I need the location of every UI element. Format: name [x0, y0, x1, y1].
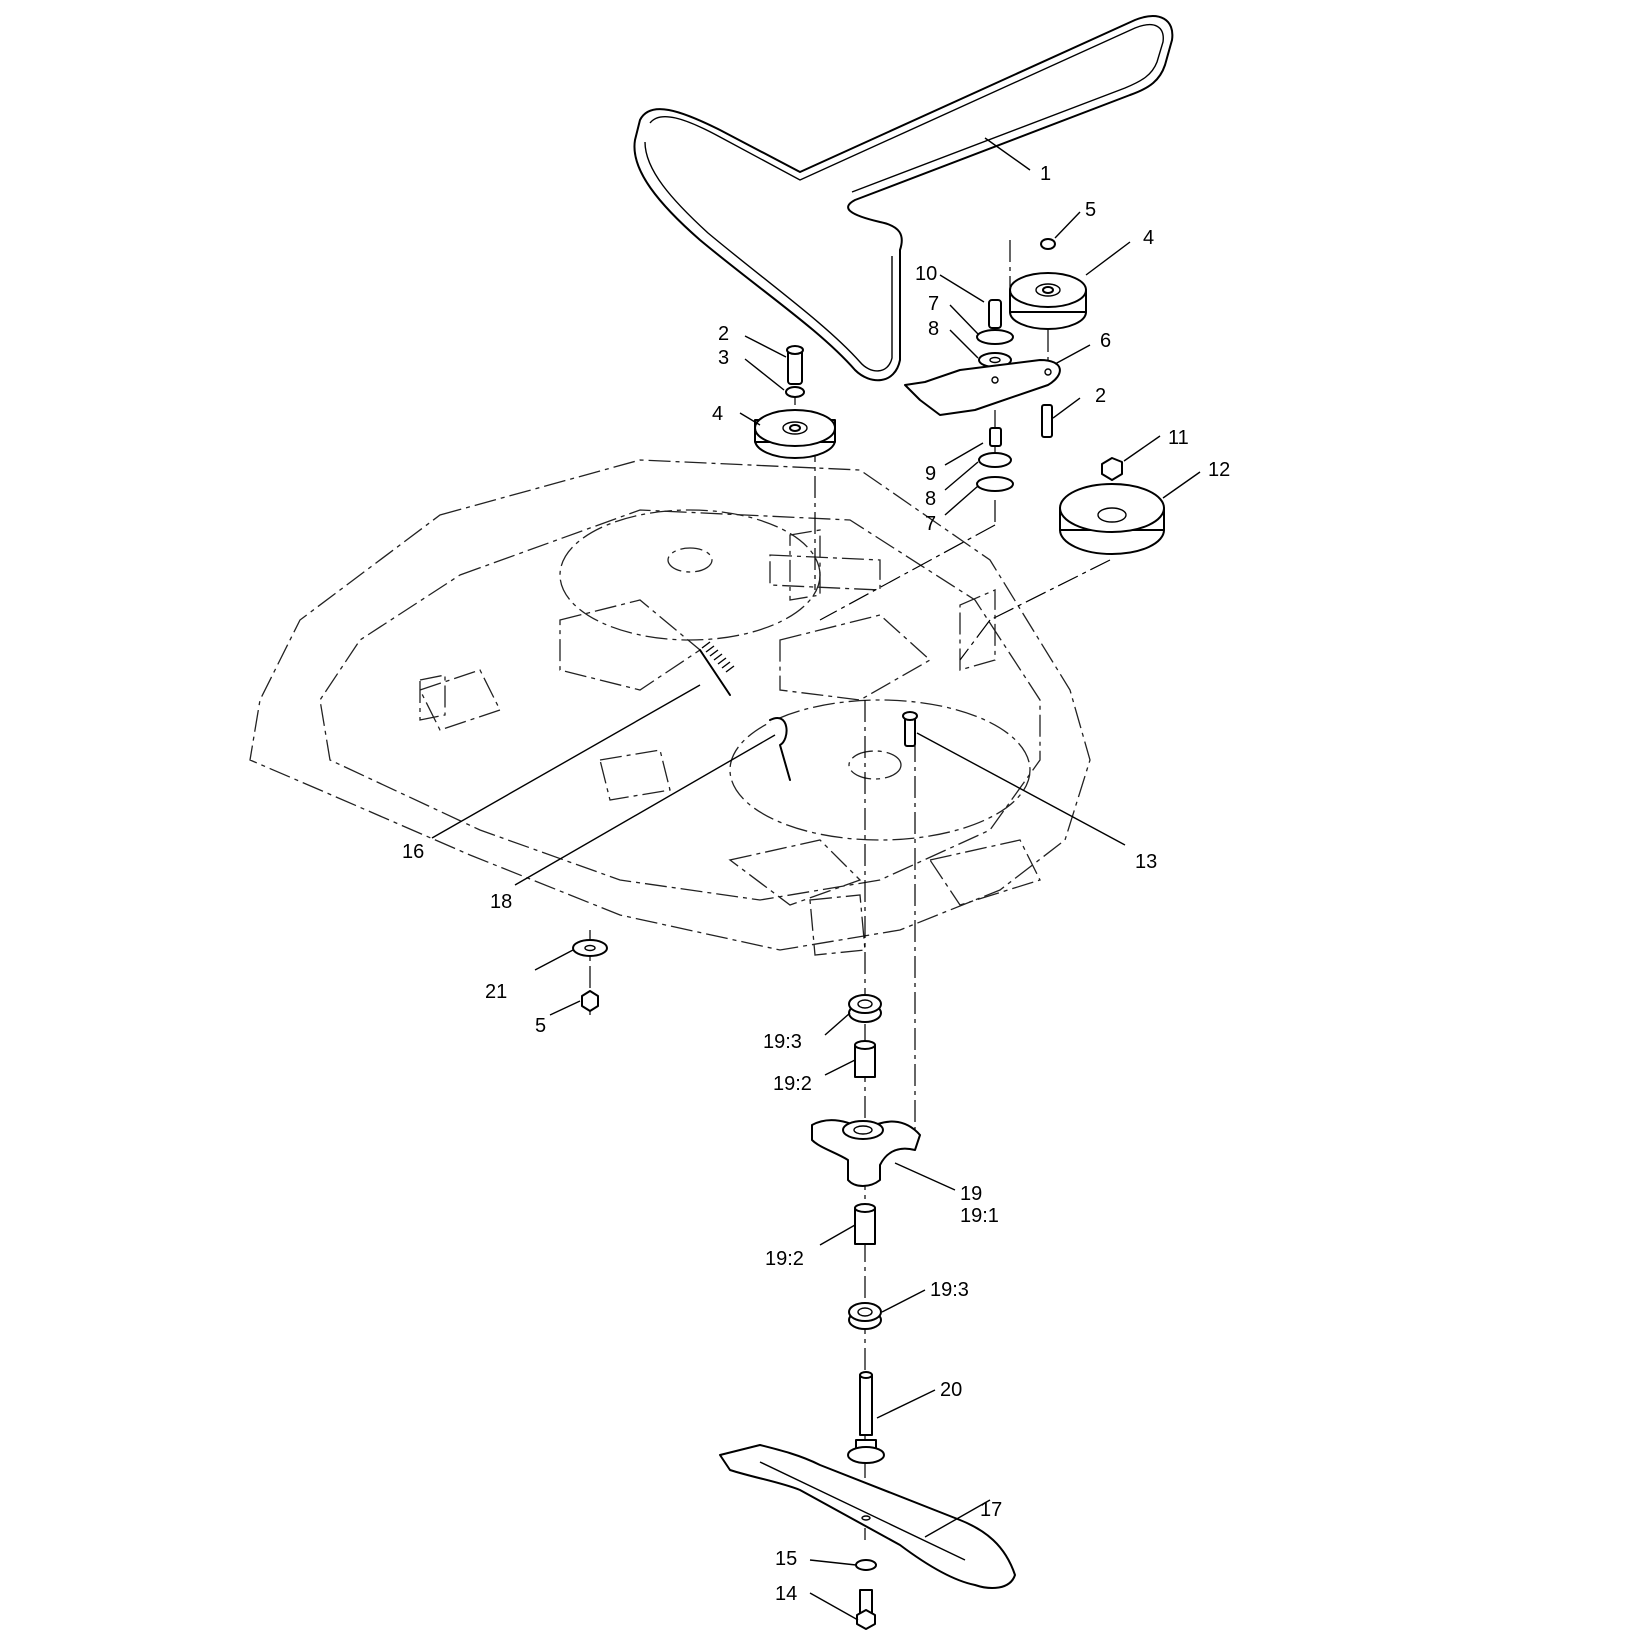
callout-12: 12 [1208, 459, 1230, 481]
callout-15: 15 [775, 1548, 797, 1570]
callout-11: 11 [1168, 427, 1189, 449]
callout-14: 14 [775, 1583, 797, 1605]
callout-17: 17 [980, 1499, 1002, 1521]
callout-leader-lines [431, 137, 1201, 1621]
callout-7b: 7 [925, 513, 936, 535]
assembly-center-lines [589, 240, 1111, 1540]
callout-9: 9 [925, 463, 936, 485]
deck-bolt [902, 711, 918, 747]
callout-19-3: 19:3 [763, 1031, 802, 1053]
callout-8: 8 [928, 318, 939, 340]
washer-and-nut [572, 939, 608, 1012]
callout-21: 21 [485, 981, 507, 1003]
callout-2: 2 [1095, 385, 1106, 407]
callout-19-1: 19:1 [960, 1205, 999, 1227]
callout-13: 13 [1135, 851, 1157, 873]
extension-spring [699, 641, 735, 696]
callout-19-2: 19:2 [773, 1073, 812, 1095]
callout-8b: 8 [925, 488, 936, 510]
drive-pulley-with-nut [1059, 457, 1165, 555]
callout-4: 4 [1143, 227, 1154, 249]
drive-belt [633, 15, 1174, 382]
mower-blade [719, 1444, 1016, 1589]
callout-2b: 2 [718, 323, 729, 345]
callout-10: 10 [915, 263, 937, 285]
callout-5: 5 [1085, 199, 1096, 221]
callout-7: 7 [928, 293, 939, 315]
callout-19-3b: 19:3 [930, 1279, 969, 1301]
spindle-shaft [847, 1371, 885, 1464]
callout-19: 19 [960, 1183, 982, 1205]
right-idler-pulley-stack [1009, 238, 1087, 330]
callout-16: 16 [402, 841, 424, 863]
callout-labels: 1 5 4 10 7 8 6 2 11 12 9 8 7 2 3 4 16 18… [402, 163, 1230, 1605]
spindle-assembly [811, 994, 921, 1330]
callout-19-2b: 19:2 [765, 1248, 804, 1270]
callout-3: 3 [718, 347, 729, 369]
spring-hook-rod [769, 717, 791, 781]
callout-4b: 4 [712, 403, 723, 425]
idler-arm-stack [904, 299, 1061, 492]
blade-washer-and-bolt [855, 1559, 877, 1630]
callout-1: 1 [1040, 163, 1051, 185]
callout-5b: 5 [535, 1015, 546, 1037]
mower-deck-housing [249, 459, 1091, 956]
callout-6: 6 [1100, 330, 1111, 352]
left-idler-pulley-stack [754, 345, 836, 459]
callout-20: 20 [940, 1379, 962, 1401]
callout-18: 18 [490, 891, 512, 913]
